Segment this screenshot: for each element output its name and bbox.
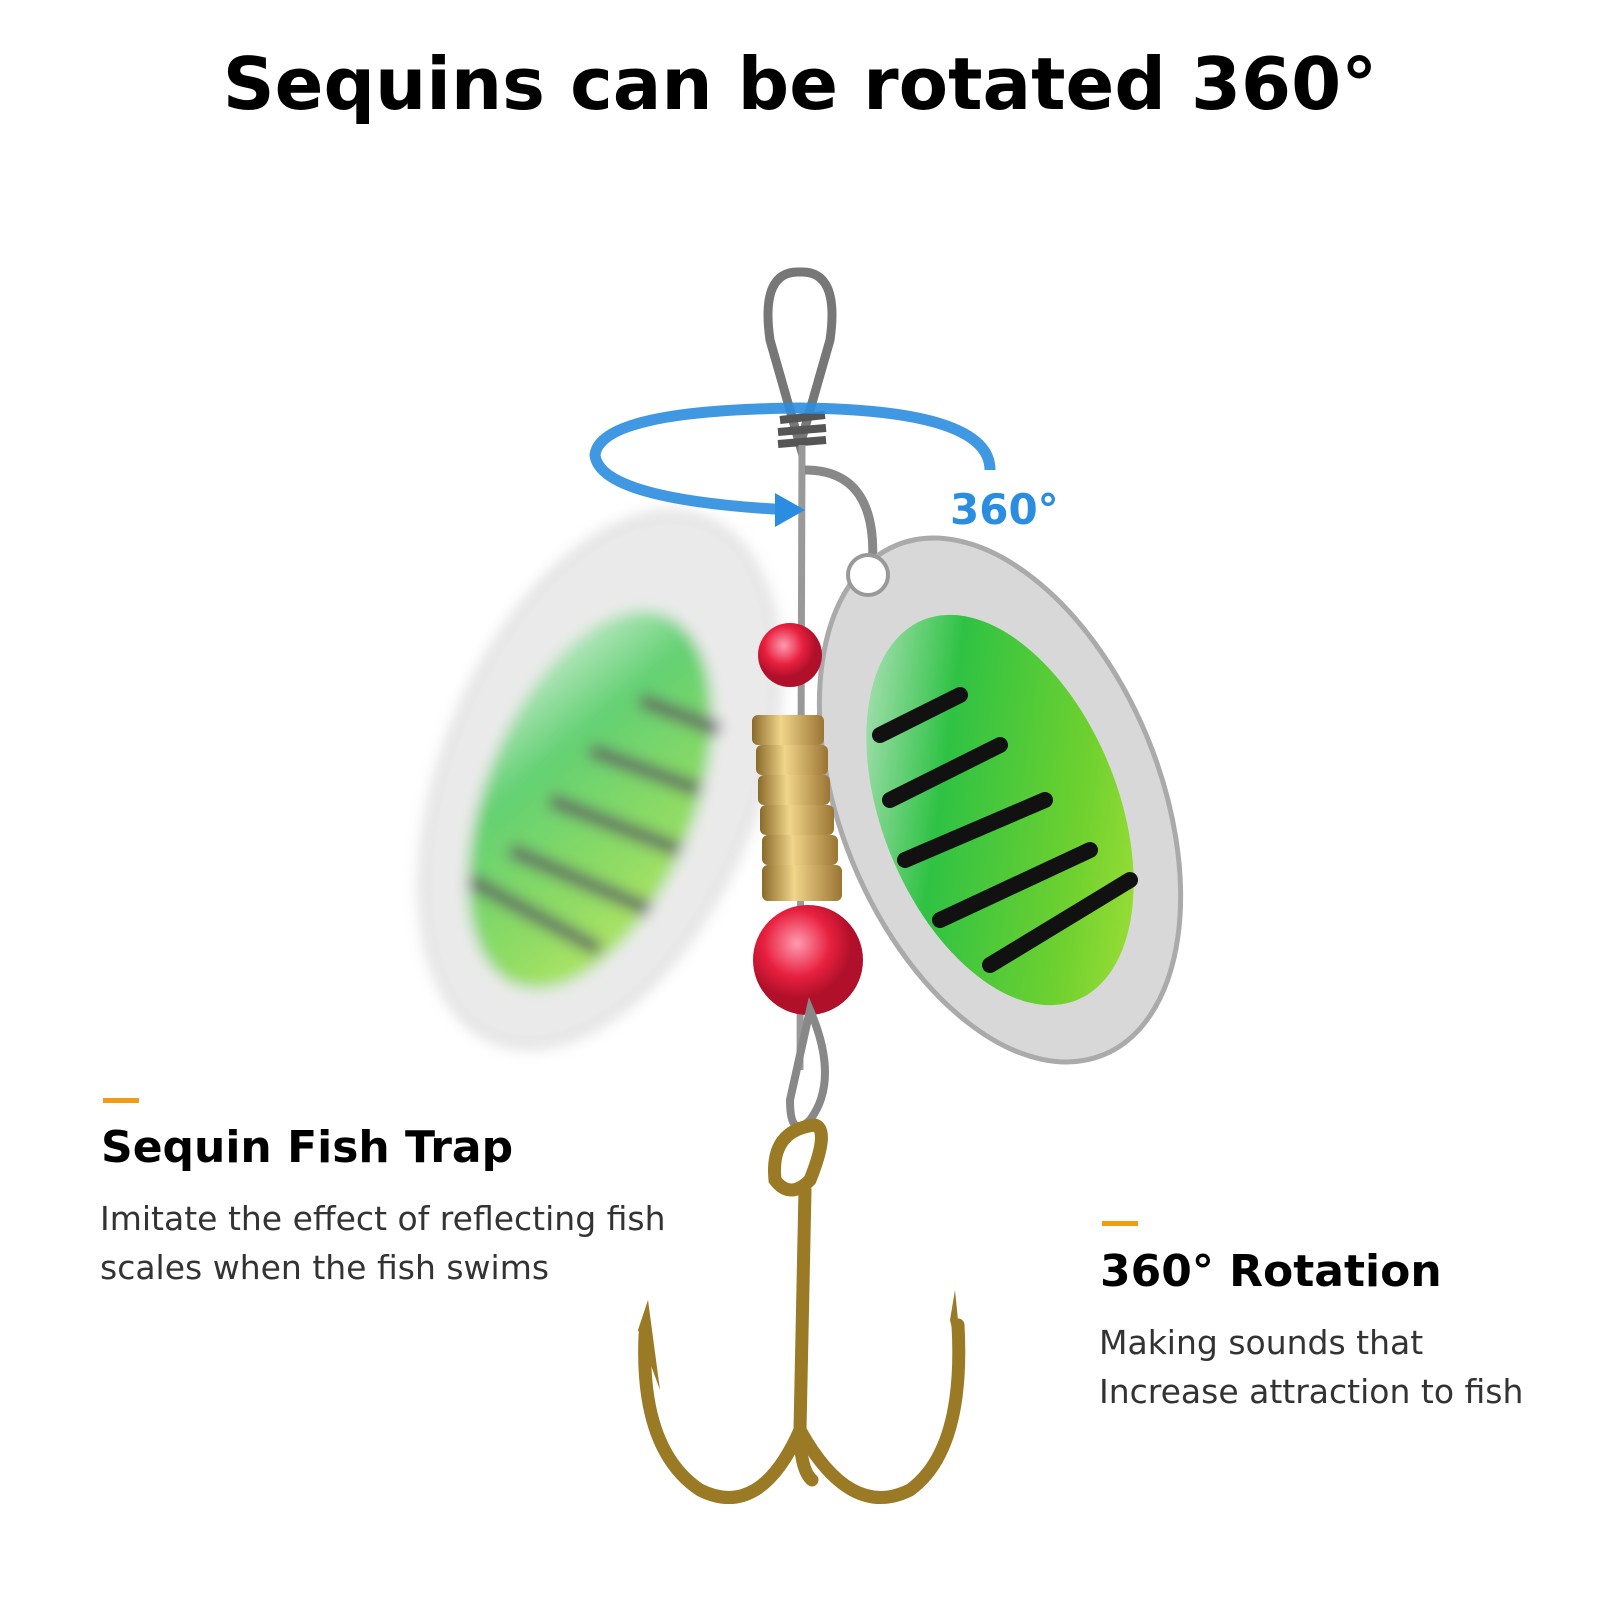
feature-line: Making sounds that xyxy=(1099,1323,1424,1362)
feature-description-360-rotation: Making sounds that Increase attraction t… xyxy=(1099,1318,1523,1416)
feature-line: scales when the fish swims xyxy=(100,1248,550,1287)
page-title: Sequins can be rotated 360° xyxy=(222,42,1378,126)
rotation-arrow-icon xyxy=(589,402,996,516)
feature-line: Imitate the effect of reflecting fish xyxy=(100,1199,666,1238)
accent-dash-left xyxy=(103,1098,139,1103)
bead-top xyxy=(758,623,822,687)
bead-bottom xyxy=(753,905,863,1015)
blurred-blade xyxy=(419,510,781,1050)
brass-body xyxy=(752,715,842,901)
swivel-icon xyxy=(763,267,837,462)
accent-dash-right xyxy=(1102,1221,1138,1226)
feature-heading-360-rotation: 360° Rotation xyxy=(1100,1246,1442,1297)
feature-line: Increase attraction to fish xyxy=(1099,1372,1524,1411)
treble-hook-icon xyxy=(638,1118,966,1504)
rotation-degree-label: 360° xyxy=(950,485,1059,534)
feature-heading-sequin-fish-trap: Sequin Fish Trap xyxy=(101,1122,514,1173)
feature-description-sequin-fish-trap: Imitate the effect of reflecting fish sc… xyxy=(100,1194,666,1292)
main-blade xyxy=(816,535,1184,1065)
